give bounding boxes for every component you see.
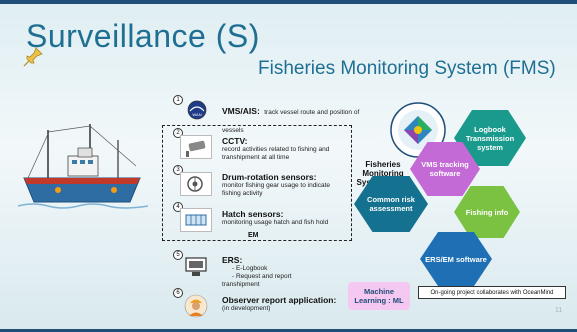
item-hatch: Hatch sensors: monitoring usage hatch an…: [222, 209, 350, 227]
hex-ers-em-software: ERS/EM software: [420, 232, 492, 286]
hex-common-risk: Common risk assessment: [354, 176, 428, 232]
item-title: Hatch sensors:: [222, 209, 284, 219]
em-dashed-box: [162, 125, 352, 241]
item-number: 1: [173, 95, 183, 105]
hex-label: Fishing info: [465, 207, 509, 217]
ongoing-project-note: On-going project collaborates with Ocean…: [418, 286, 566, 299]
item-number: 2: [173, 128, 183, 138]
item-desc: record activities related to fishing and…: [222, 146, 330, 161]
observer-person-icon: [184, 294, 208, 320]
item-number: 5: [173, 250, 183, 260]
item-number: 6: [173, 288, 183, 298]
computer-terminal-icon: [183, 256, 209, 278]
item-number: 3: [173, 165, 183, 175]
item-desc: monitor fishing gear usage to indicate f…: [222, 182, 331, 197]
item-desc: (in development): [222, 305, 271, 312]
machine-learning-box: Machine Learning : ML: [348, 282, 410, 310]
hatch-sensor-icon: [180, 208, 212, 232]
page-number: 11: [555, 307, 563, 314]
slide-title: Surveillance (S): [26, 18, 260, 54]
item-title: CCTV:: [222, 136, 248, 146]
hex-label: VMS tracking software: [421, 160, 469, 178]
cctv-camera-icon: [180, 135, 212, 159]
satellite-badge-icon: WAN: [184, 100, 210, 120]
item-title: ERS:: [222, 255, 243, 265]
item-desc-line: - Request and report: [232, 273, 292, 280]
item-number: 4: [173, 202, 183, 212]
fishing-vessel-illustration: [18, 124, 148, 209]
bottom-border: [0, 329, 577, 332]
item-vms-ais: VMS/AIS: track vessel route and position…: [222, 101, 372, 137]
em-label: EM: [248, 232, 259, 239]
svg-text:WAN: WAN: [192, 112, 201, 117]
hex-fishing-info: Fishing info: [454, 186, 520, 238]
item-drum-rotation: Drum-rotation sensors: monitor fishing g…: [222, 172, 350, 198]
item-desc: track vessel route and position of vesse…: [222, 109, 360, 134]
item-cctv: CCTV: record activities related to fishi…: [222, 136, 350, 162]
item-desc-line: transhipment: [222, 281, 260, 288]
top-border: [0, 0, 577, 4]
item-desc: monitoring usage hatch and fish hold: [222, 219, 329, 226]
item-title: Drum-rotation sensors:: [222, 172, 317, 182]
hex-label: Logbook Transmission system: [465, 124, 515, 152]
item-title: Observer report application:: [222, 295, 337, 305]
item-title: VMS/AIS:: [222, 106, 260, 116]
pushpin-icon: [23, 47, 43, 67]
hex-label: Common risk assessment: [367, 195, 415, 213]
item-desc-line: - E-Logbook: [232, 265, 268, 272]
hex-label: ERS/EM software: [425, 254, 487, 264]
slide-subtitle: Fisheries Monitoring System (FMS): [258, 58, 556, 79]
item-ers: ERS: - E-Logbook - Request and report tr…: [222, 255, 322, 289]
drum-sensor-icon: [180, 172, 212, 196]
item-observer: Observer report application: (in develop…: [222, 295, 362, 313]
